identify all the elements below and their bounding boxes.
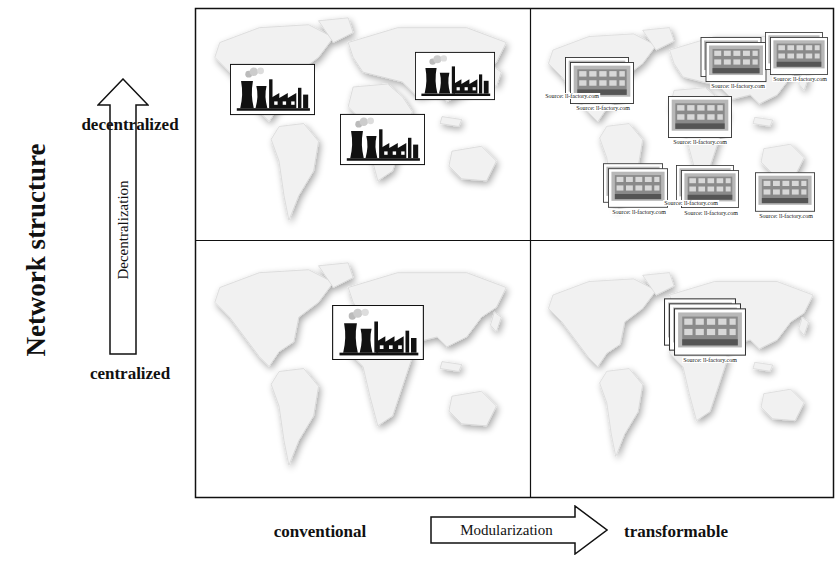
axis-title: Network structure [23,143,50,356]
source-caption: Source: ll-factory.com [710,83,766,89]
source-caption: Source: ll-factory.com [544,93,600,99]
arrow-label: Modularization [460,522,552,539]
source-caption: Source: ll-factory.com [575,105,631,111]
source-caption: Source: ll-factory.com [663,200,719,206]
axis-level: conventional [274,523,367,540]
axis-level: transformable [624,523,728,540]
source-caption: Source: ll-factory.com [672,139,728,145]
source-caption: Source: ll-factory.com [683,210,739,216]
arrow-label: Decentralization [115,180,132,279]
axis-level: centralized [90,365,170,382]
axis-level: decentralized [81,116,178,133]
modularization-arrow: Modularization [430,505,608,555]
source-caption: Source: ll-factory.com [611,209,667,215]
source-caption: Source: ll-factory.com [758,213,814,219]
source-caption: Source: ll-factory.com [682,357,738,363]
source-caption: Source: ll-factory.com [772,76,828,82]
